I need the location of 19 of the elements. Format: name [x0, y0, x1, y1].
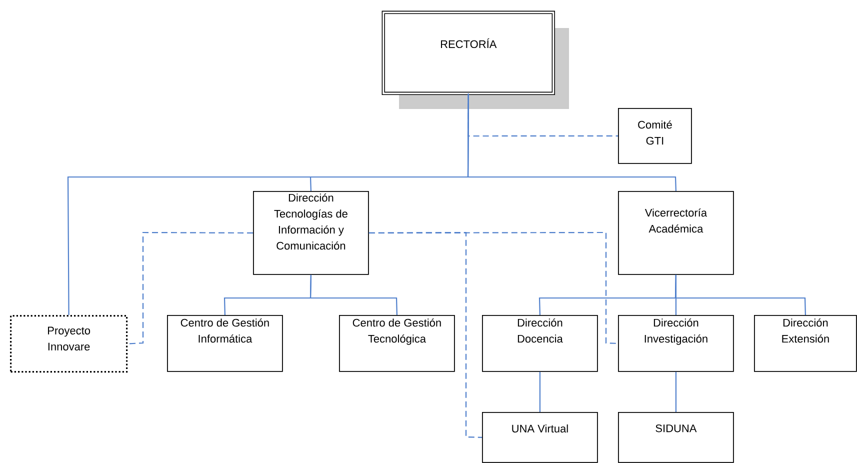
connector-line: [539, 372, 540, 412]
org-box: Centro de Gestión Tecnológica: [339, 315, 455, 372]
connector-line: [674, 274, 806, 316]
org-box: Proyecto Innovare: [10, 315, 128, 373]
org-box: Centro de Gestión Informática: [167, 315, 283, 372]
org-box: Dirección Extensión: [754, 315, 857, 372]
org-box: Comité GTI: [618, 108, 692, 164]
org-box: Dirección Tecnologías de Información y Comunicación: [253, 191, 369, 275]
org-box: Vicerrectoría Académica: [618, 191, 734, 275]
org-box: SIDUNA: [618, 412, 734, 463]
dashed-connector: [368, 232, 618, 344]
dashed-connector: [128, 232, 254, 344]
org-box: RECTORÍA: [382, 10, 555, 95]
org-box: Dirección Docencia: [482, 315, 598, 372]
org-box: Dirección Investigación: [618, 315, 734, 372]
connector-line: [675, 372, 676, 412]
dashed-connector: [467, 94, 618, 137]
connector-line: [310, 274, 398, 315]
org-box: UNA Virtual: [482, 412, 598, 463]
